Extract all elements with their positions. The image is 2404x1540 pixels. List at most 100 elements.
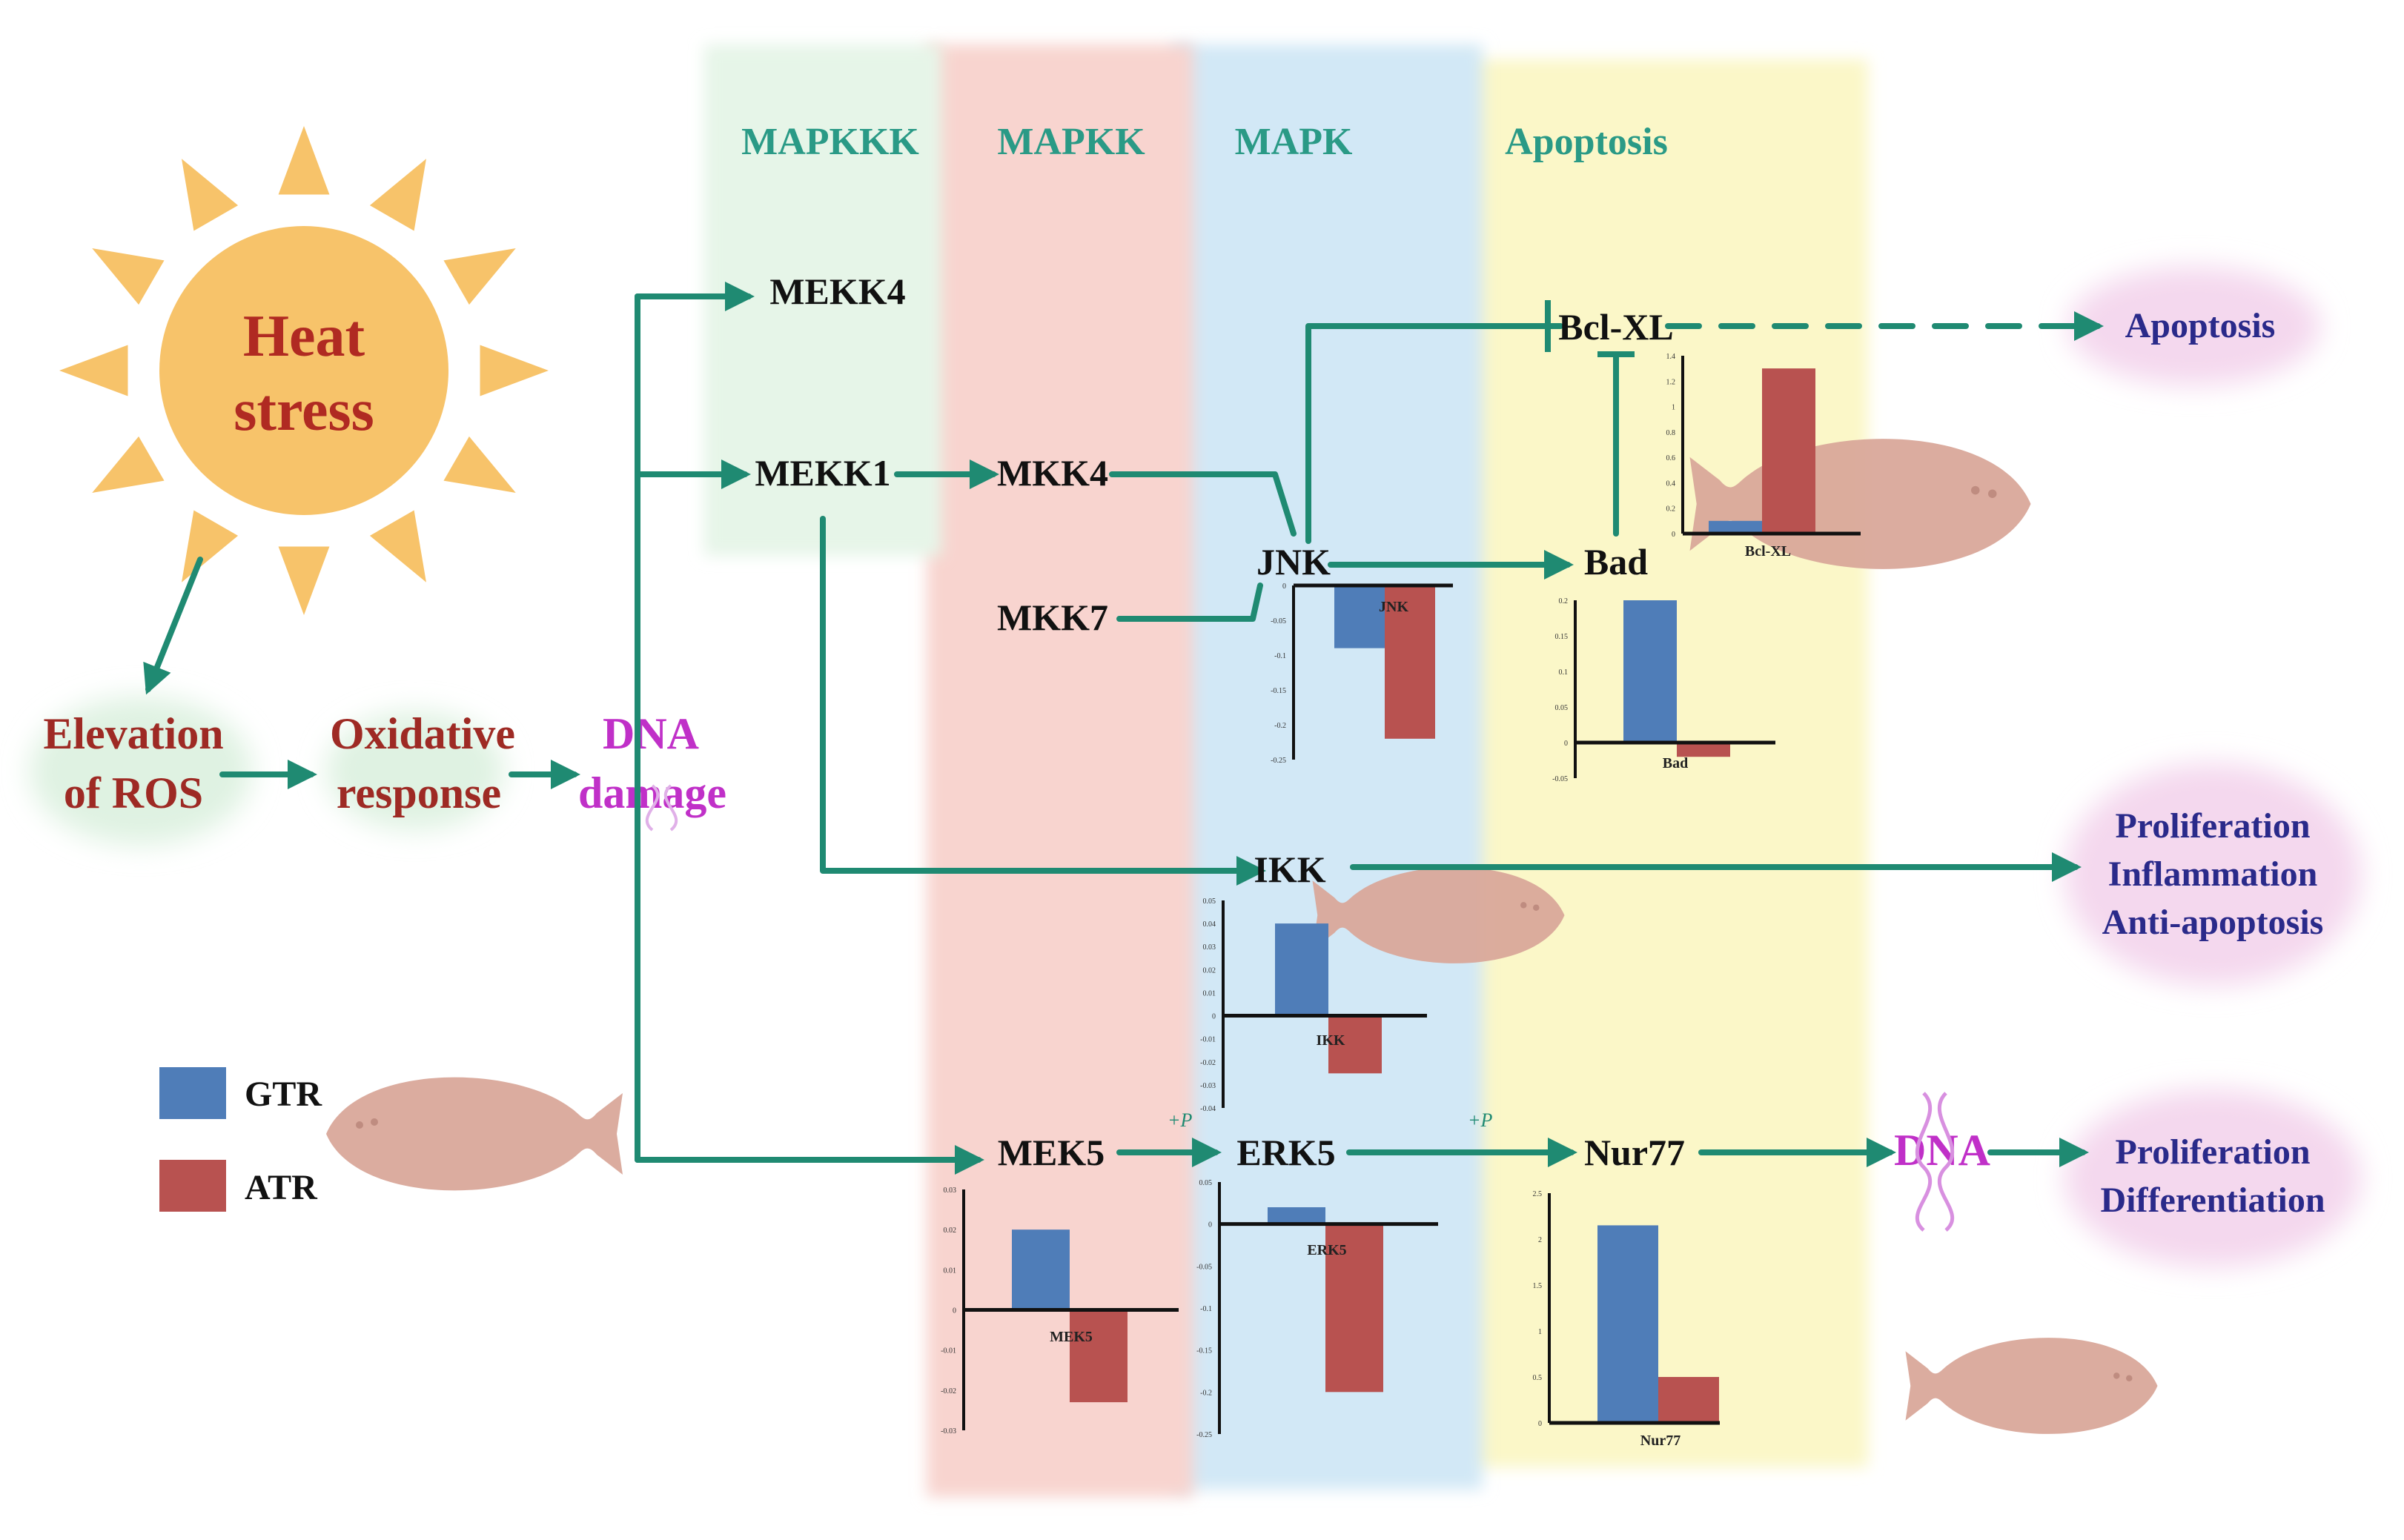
outcome-erk-line1: Proliferation [2115, 1132, 2310, 1172]
bar-atr [1070, 1310, 1128, 1403]
tick-label: -0.1 [1274, 652, 1286, 660]
sun-ray [92, 436, 165, 493]
tick-label: 2.5 [1533, 1190, 1543, 1198]
legend: GTR ATR [159, 1067, 322, 1212]
chart-label: ERK5 [1307, 1242, 1346, 1258]
tick-label: -0.01 [1200, 1036, 1216, 1044]
tick-label: -0.03 [1200, 1082, 1216, 1090]
tick-label: -0.15 [1196, 1347, 1212, 1355]
sun-ray [278, 546, 330, 615]
tick-label: -0.02 [941, 1387, 956, 1395]
chart-ikk: -0.04-0.03-0.02-0.0100.010.020.030.040.0… [1200, 897, 1427, 1113]
tick-label: -0.01 [941, 1347, 956, 1355]
tick-label: 1.2 [1666, 378, 1676, 386]
tick-label: 0.2 [1559, 597, 1569, 605]
outcome-apoptosis: Apoptosis [2125, 306, 2276, 345]
chart-label: Nur77 [1640, 1433, 1681, 1449]
tick-label: -0.05 [1552, 775, 1568, 783]
tick-label: -0.25 [1271, 757, 1286, 765]
phospho-mark-nur77: +P [1468, 1109, 1493, 1131]
chart-label: IKK [1317, 1032, 1345, 1049]
tick-label: 0.04 [1203, 920, 1216, 929]
sun-ray [92, 248, 165, 305]
tick-label: 1 [1538, 1328, 1542, 1336]
chart-label: Bad [1663, 755, 1688, 771]
tick-label: 0 [953, 1307, 956, 1315]
tick-label: 0 [1564, 740, 1568, 748]
tick-label: 0 [1282, 583, 1286, 591]
tick-label: -0.2 [1200, 1389, 1212, 1397]
node-mkk7: MKK7 [997, 597, 1108, 638]
tick-label: 0.01 [1203, 989, 1216, 998]
tick-label: 0 [1212, 1013, 1216, 1021]
dna-damage-label: DNA [603, 709, 699, 758]
tick-label: -0.15 [1271, 687, 1286, 695]
bar-atr [1762, 368, 1815, 534]
tick-label: -0.2 [1274, 722, 1286, 730]
tick-label: 0.6 [1666, 454, 1676, 462]
sun-ray [59, 345, 128, 396]
sun-ray [443, 436, 516, 493]
node-dna: DNA [1894, 1126, 1990, 1175]
tick-label: 0.05 [1203, 897, 1216, 906]
tick-label: 0.05 [1199, 1179, 1213, 1187]
bar-atr [1658, 1377, 1719, 1423]
chart-label: MEK5 [1050, 1329, 1093, 1345]
heat-stress-label-line2: stress [234, 378, 374, 443]
bar-atr [1328, 1015, 1382, 1074]
tick-label: -0.25 [1196, 1431, 1212, 1439]
node-mek5: MEK5 [998, 1132, 1105, 1173]
bar-gtr [1597, 1225, 1658, 1423]
legend-swatch-gtr [159, 1067, 226, 1119]
sun-ray [369, 510, 426, 583]
tick-label: 0.4 [1666, 479, 1676, 488]
bar-atr [1677, 743, 1730, 757]
tick-label: -0.03 [941, 1427, 956, 1436]
sun-ray [369, 159, 426, 231]
fish-icon [326, 1077, 623, 1191]
erk-outcome-glow [2064, 1089, 2361, 1267]
tick-label: 0.05 [1555, 704, 1569, 712]
band-apoptosis [1453, 59, 1868, 1467]
sun-icon [59, 126, 549, 615]
outcome-ikk-line1: Proliferation [2115, 806, 2310, 846]
pathway-arrows [143, 282, 2104, 1175]
bar-atr [1325, 1224, 1383, 1393]
oxidative-label-line2: response [337, 769, 501, 817]
node-mkk4: MKK4 [997, 452, 1108, 494]
tick-label: 0 [1672, 531, 1675, 539]
tick-label: 1.5 [1533, 1282, 1543, 1290]
tick-label: -0.04 [1200, 1105, 1216, 1113]
legend-swatch-atr [159, 1160, 226, 1212]
apoptosis-glow [2068, 267, 2320, 385]
bar-gtr [1275, 923, 1328, 1016]
node-jnk: JNK [1256, 541, 1331, 583]
tick-label: 0.2 [1666, 505, 1676, 514]
legend-label-atr: ATR [245, 1168, 318, 1207]
legend-label-gtr: GTR [245, 1075, 322, 1114]
sun-ray [278, 126, 330, 195]
heat-stress-label: Heat [243, 304, 365, 369]
bar-gtr [1709, 520, 1762, 534]
node-bad: Bad [1584, 541, 1648, 583]
tick-label: 0.1 [1559, 668, 1569, 677]
outcome-ikk-line3: Anti-apoptosis [2102, 903, 2324, 942]
tick-label: -0.05 [1271, 617, 1286, 625]
node-bclxl: Bcl-XL [1558, 306, 1674, 348]
ros-glow [30, 697, 252, 845]
bar-gtr [1623, 600, 1677, 743]
tick-label: -0.05 [1196, 1263, 1212, 1271]
dna-helix-icon [1915, 1092, 1955, 1232]
tick-label: -0.02 [1200, 1059, 1216, 1067]
ros-label-line2: of ROS [64, 769, 203, 817]
tick-label: 1.4 [1666, 353, 1676, 361]
tick-label: -0.1 [1200, 1305, 1212, 1313]
tick-label: 1 [1672, 404, 1675, 412]
chart-label: Bcl-XL [1745, 543, 1791, 560]
